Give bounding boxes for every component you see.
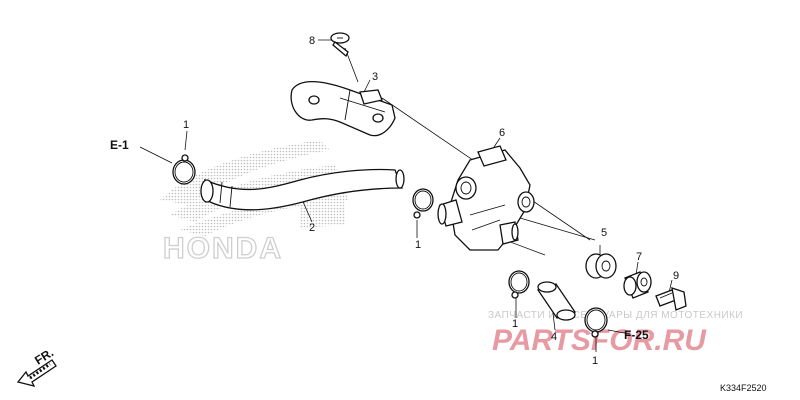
- part-8-screw: [330, 32, 350, 58]
- part-1-clip-b: [412, 188, 434, 219]
- honda-logo-text: HONDA: [163, 232, 283, 265]
- part-1-clip-a: [172, 154, 196, 185]
- callout-1-a: 1: [183, 119, 189, 131]
- part-7-collar: [623, 271, 652, 299]
- callout-2: 2: [309, 222, 315, 234]
- part-5-grommet: [585, 253, 617, 279]
- callout-3: 3: [372, 71, 378, 83]
- part-2-hose: [200, 168, 405, 211]
- callout-6: 6: [499, 127, 505, 139]
- part-9-bolt: [655, 287, 687, 311]
- callout-4: 4: [551, 331, 557, 343]
- callout-1-b: 1: [415, 239, 421, 251]
- watermark-tagline: ЗАПЧАСТИ И АКСЕССУАРЫ ДЛЯ МОТОТЕХНИКИ: [488, 310, 743, 321]
- ref-f25: F-25: [624, 328, 649, 342]
- callout-1-d: 1: [592, 355, 598, 367]
- callout-8: 8: [309, 35, 315, 47]
- callout-7: 7: [636, 251, 642, 263]
- watermark: ЗАПЧАСТИ И АКСЕССУАРЫ ДЛЯ МОТОТЕХНИКИ PA…: [488, 310, 743, 357]
- part-1-clip-c: [508, 270, 530, 299]
- diagram-code: K334F2520: [720, 383, 767, 393]
- callout-9: 9: [673, 270, 679, 282]
- part-4-tube: [536, 281, 577, 321]
- part-6-valve: [437, 145, 535, 251]
- front-arrow-icon: [16, 359, 57, 387]
- callout-5: 5: [601, 227, 607, 239]
- ref-e1: E-1: [110, 138, 129, 152]
- part-3-bracket: [290, 81, 396, 137]
- callout-1-c: 1: [512, 318, 518, 330]
- part-1-clip-d: [584, 307, 608, 338]
